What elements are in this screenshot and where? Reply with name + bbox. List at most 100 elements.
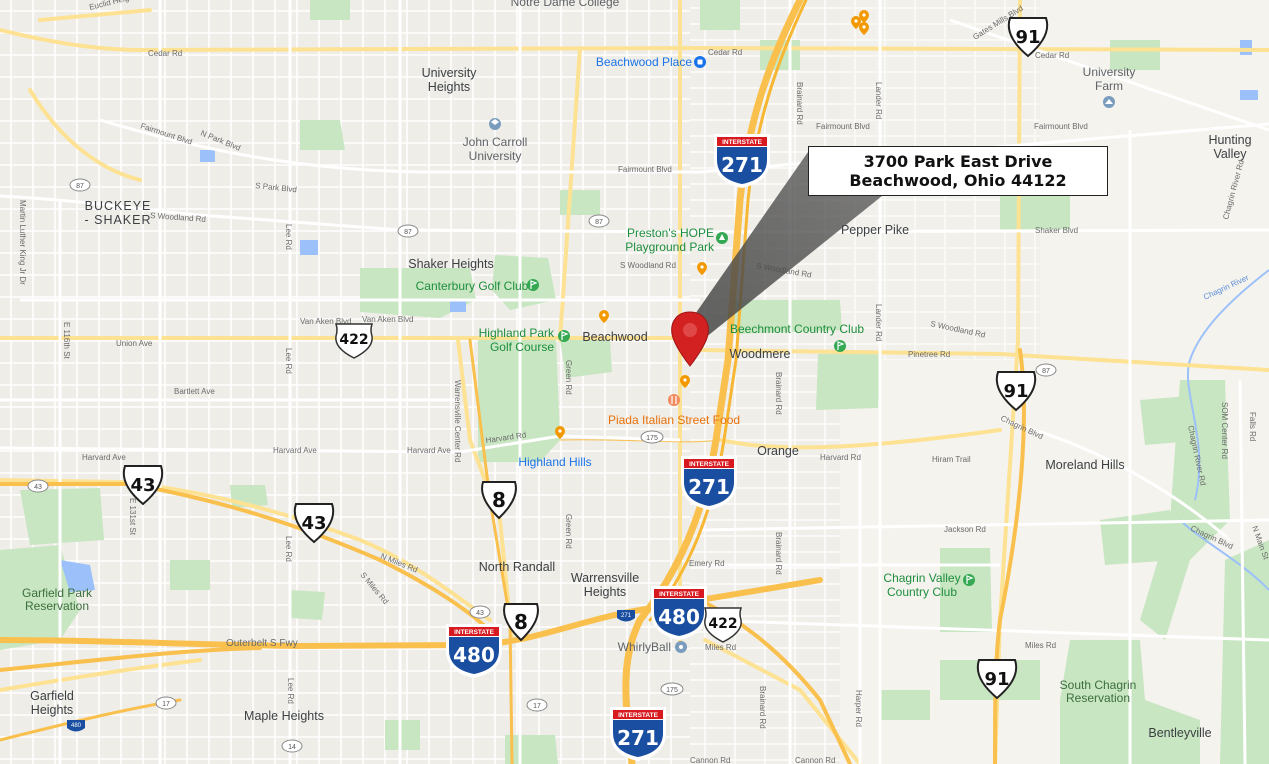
- sr-43-shield-south: 43: [293, 503, 335, 544]
- golf-icon: [834, 340, 846, 352]
- orange-pin-icon[interactable]: [680, 375, 690, 388]
- poi-label-beechmont: Beechmont Country Club: [730, 322, 864, 336]
- road-label-mlk: Martin Luther King Jr Dr: [18, 200, 27, 285]
- poi-beachwood-place[interactable]: Beachwood Place: [596, 55, 706, 69]
- orange-pin-icon[interactable]: [555, 426, 565, 439]
- road-label-green-rd: Green Rd: [564, 360, 573, 395]
- orange-pin-icon[interactable]: [859, 22, 869, 35]
- orange-pin-icon[interactable]: [697, 262, 707, 275]
- svg-text:17: 17: [533, 703, 541, 710]
- orange-pin-icon[interactable]: [859, 10, 869, 23]
- poi-label-beachwood-place: Beachwood Place: [596, 55, 692, 69]
- place-moreland-hills: Moreland Hills: [1045, 458, 1124, 472]
- road-label-cedar-rd-e: Cedar Rd: [1035, 51, 1069, 60]
- poi-label-south-chagrin-1: South Chagrin: [1060, 678, 1137, 692]
- road-label-miles-rd-e: Miles Rd: [1025, 641, 1056, 650]
- road-label-som-center: SOM Center Rd: [1220, 402, 1229, 459]
- address-line-2: Beachwood, Ohio 44122: [849, 171, 1067, 190]
- poi-label-whirlyball: WhirlyBall: [618, 640, 671, 654]
- poi-canterbury[interactable]: Canterbury Golf Club: [416, 279, 539, 293]
- svg-text:271: 271: [721, 153, 763, 177]
- road-label-brainard-rd-n: Brainard Rd: [795, 82, 804, 125]
- svg-text:INTERSTATE: INTERSTATE: [454, 629, 495, 636]
- road-label-brainard-rd-s2: Brainard Rd: [758, 686, 767, 729]
- road-label-pinetree-rd: Pinetree Rd: [908, 350, 950, 359]
- route-marker-480-small: 480: [67, 720, 85, 732]
- place-john-carroll-2: University: [469, 149, 522, 163]
- place-bentleyville: Bentleyville: [1148, 726, 1211, 740]
- svg-text:INTERSTATE: INTERSTATE: [722, 139, 763, 146]
- place-beachwood: Beachwood: [582, 330, 647, 344]
- sr-8-shield-south: 8: [503, 603, 539, 642]
- place-hunting-valley-1: Hunting: [1208, 133, 1251, 147]
- poi-label-prestons-hope-2: Playground Park: [625, 240, 715, 254]
- poi-prestons-hope[interactable]: Preston's HOPE Playground Park: [625, 226, 728, 254]
- road-label-warrensville-center: Warrensville Center Rd: [453, 380, 462, 462]
- small-route-markers: 87 87 87 87 175 175 43 43 17 17 14 480 2…: [27, 178, 1057, 753]
- place-buckeye-shaker-1: BUCKEYE: [85, 199, 152, 213]
- interstate-271-shield-north: INTERSTATE 271: [714, 134, 770, 188]
- road-label-brainard-rd-mid: Brainard Rd: [774, 372, 783, 415]
- sr-91-shield-north: 91: [1007, 17, 1049, 58]
- svg-text:91: 91: [1015, 27, 1040, 48]
- svg-text:271: 271: [688, 475, 730, 499]
- poi-beechmont[interactable]: Beechmont Country Club: [730, 322, 864, 352]
- road-label-fairmount-e2: Fairmount Blvd: [1034, 122, 1088, 131]
- road-label-cedar-rd-w: Cedar Rd: [148, 49, 182, 58]
- us-422-shield-east: 422: [703, 607, 743, 643]
- poi-south-chagrin[interactable]: South Chagrin Reservation: [1060, 678, 1137, 705]
- svg-text:87: 87: [404, 229, 412, 236]
- place-university-heights-1: University: [422, 66, 478, 80]
- route-marker-271-small: 271: [617, 610, 635, 622]
- poi-highland-park[interactable]: Highland Park Golf Course: [479, 326, 570, 354]
- place-woodmere: Woodmere: [730, 347, 791, 361]
- location-pin-icon[interactable]: [671, 311, 709, 367]
- svg-text:17: 17: [162, 701, 170, 708]
- poi-markers[interactable]: Beachwood Place Preston's HOPE Playgroun…: [22, 10, 1136, 705]
- road-label-e-131st: E 131st St: [128, 498, 137, 536]
- svg-text:8: 8: [514, 610, 528, 634]
- poi-john-carroll[interactable]: [489, 118, 501, 130]
- route-marker-14: 14: [281, 739, 303, 753]
- svg-text:175: 175: [646, 435, 658, 442]
- poi-label-chagrin-valley-2: Country Club: [887, 585, 957, 599]
- svg-text:480: 480: [658, 605, 700, 629]
- place-labels: University Heights John Carroll Universi…: [30, 0, 1251, 740]
- orange-poi-pins[interactable]: [555, 10, 869, 439]
- orange-pin-icon[interactable]: [599, 310, 609, 323]
- road-label-van-aken-1: Van Aken Blvd: [300, 317, 351, 326]
- svg-text:422: 422: [708, 616, 737, 632]
- svg-text:87: 87: [595, 219, 603, 226]
- road-label-van-aken-2: Van Aken Blvd: [362, 315, 413, 324]
- poi-whirlyball[interactable]: WhirlyBall: [618, 640, 687, 654]
- route-marker-87-w: 87: [69, 178, 91, 192]
- place-university-farm-1: University: [1083, 65, 1136, 79]
- poi-garfield-park[interactable]: Garfield Park Reservation: [22, 586, 93, 613]
- place-university-farm-2: Farm: [1095, 79, 1123, 93]
- svg-text:87: 87: [76, 183, 84, 190]
- route-marker-17-w: 17: [155, 696, 177, 710]
- orange-pin-icon[interactable]: [851, 16, 861, 29]
- road-label-s-woodland-mid: S Woodland Rd: [620, 261, 676, 270]
- road-label-lander-rd-s: Lander Rd: [874, 304, 883, 341]
- golf-icon: [963, 574, 975, 586]
- poi-university-farm[interactable]: [1103, 96, 1115, 108]
- restaurant-icon: [668, 394, 680, 406]
- svg-text:14: 14: [288, 744, 296, 751]
- place-shaker-heights: Shaker Heights: [408, 257, 493, 271]
- poi-chagrin-valley[interactable]: Chagrin Valley Country Club: [883, 571, 975, 599]
- street-grid-west: [0, 0, 690, 764]
- poi-label-garfield-park-2: Reservation: [25, 599, 89, 613]
- poi-label-highland-park-1: Highland Park: [479, 326, 555, 340]
- road-label-outerbelt: Outerbelt S Fwy: [226, 638, 298, 649]
- interstate-480-shield-center: INTERSTATE 480: [651, 586, 707, 640]
- place-garfield-heights-2: Heights: [31, 703, 73, 717]
- place-maple-heights: Maple Heights: [244, 709, 324, 723]
- svg-text:43: 43: [130, 475, 155, 496]
- route-marker-87-mid2: 87: [588, 214, 610, 228]
- place-notre-dame: Notre Dame College: [511, 0, 620, 9]
- poi-piada[interactable]: Piada Italian Street Food: [608, 394, 740, 427]
- sr-91-shield-south: 91: [976, 659, 1018, 700]
